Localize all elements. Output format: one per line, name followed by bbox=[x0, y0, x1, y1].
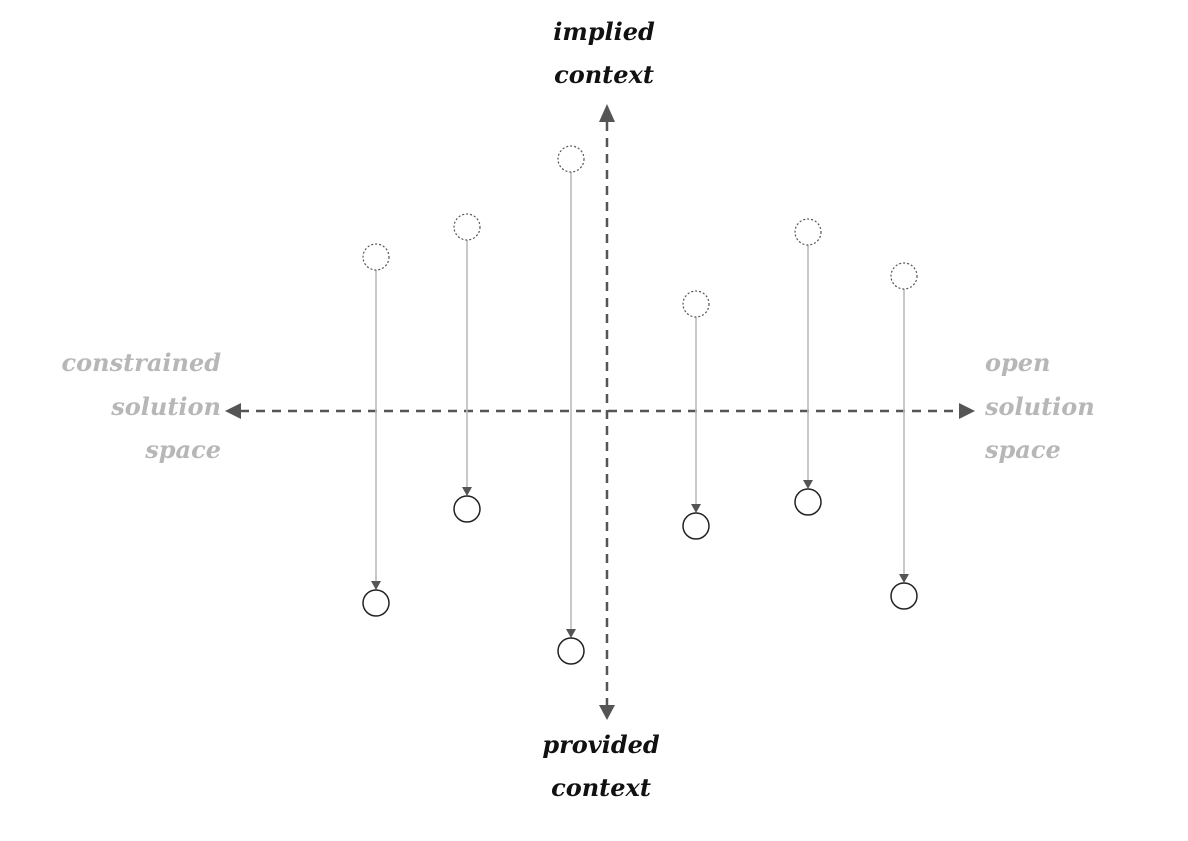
label-left-line-1: constrained bbox=[62, 348, 222, 377]
arrow-up-icon bbox=[599, 104, 615, 122]
label-left-line-2: solution bbox=[110, 392, 221, 421]
label-left: constrained solution space bbox=[62, 348, 222, 464]
connector-3 bbox=[557, 145, 585, 665]
label-right: open solution space bbox=[984, 348, 1095, 464]
label-bottom: provided context bbox=[542, 730, 660, 802]
end-circle bbox=[794, 488, 822, 516]
connector-6 bbox=[890, 262, 918, 610]
end-circle bbox=[890, 582, 918, 610]
arrow-right-icon bbox=[959, 403, 975, 419]
label-top-line-1: implied bbox=[553, 17, 655, 46]
horizontal-axis bbox=[225, 403, 975, 419]
connector-5 bbox=[794, 218, 822, 516]
connector-4 bbox=[682, 290, 710, 540]
label-left-line-3: space bbox=[144, 435, 221, 464]
label-right-line-3: space bbox=[984, 435, 1061, 464]
end-circle bbox=[453, 495, 481, 523]
start-circle bbox=[453, 213, 481, 241]
label-top-line-2: context bbox=[554, 60, 654, 89]
connector-arrow-icon bbox=[691, 504, 701, 513]
connector-arrow-icon bbox=[899, 574, 909, 583]
connector-1 bbox=[362, 243, 390, 617]
connector-arrow-icon bbox=[462, 487, 472, 496]
start-circle bbox=[794, 218, 822, 246]
start-circle bbox=[890, 262, 918, 290]
vertical-axis bbox=[599, 104, 615, 720]
connector-arrow-icon bbox=[371, 581, 381, 590]
arrow-down-icon bbox=[599, 705, 615, 720]
start-circle bbox=[557, 145, 585, 173]
label-right-line-2: solution bbox=[984, 392, 1095, 421]
connector-arrow-icon bbox=[566, 629, 576, 638]
arrow-left-icon bbox=[225, 403, 241, 419]
label-top: implied context bbox=[553, 17, 655, 89]
connector-arrow-icon bbox=[803, 480, 813, 489]
end-circle bbox=[682, 512, 710, 540]
end-circle bbox=[362, 589, 390, 617]
label-right-line-1: open bbox=[985, 348, 1051, 377]
label-bottom-line-2: context bbox=[551, 773, 651, 802]
start-circle bbox=[682, 290, 710, 318]
start-circle bbox=[362, 243, 390, 271]
connector-2 bbox=[453, 213, 481, 523]
label-bottom-line-1: provided bbox=[542, 730, 660, 759]
end-circle bbox=[557, 637, 585, 665]
